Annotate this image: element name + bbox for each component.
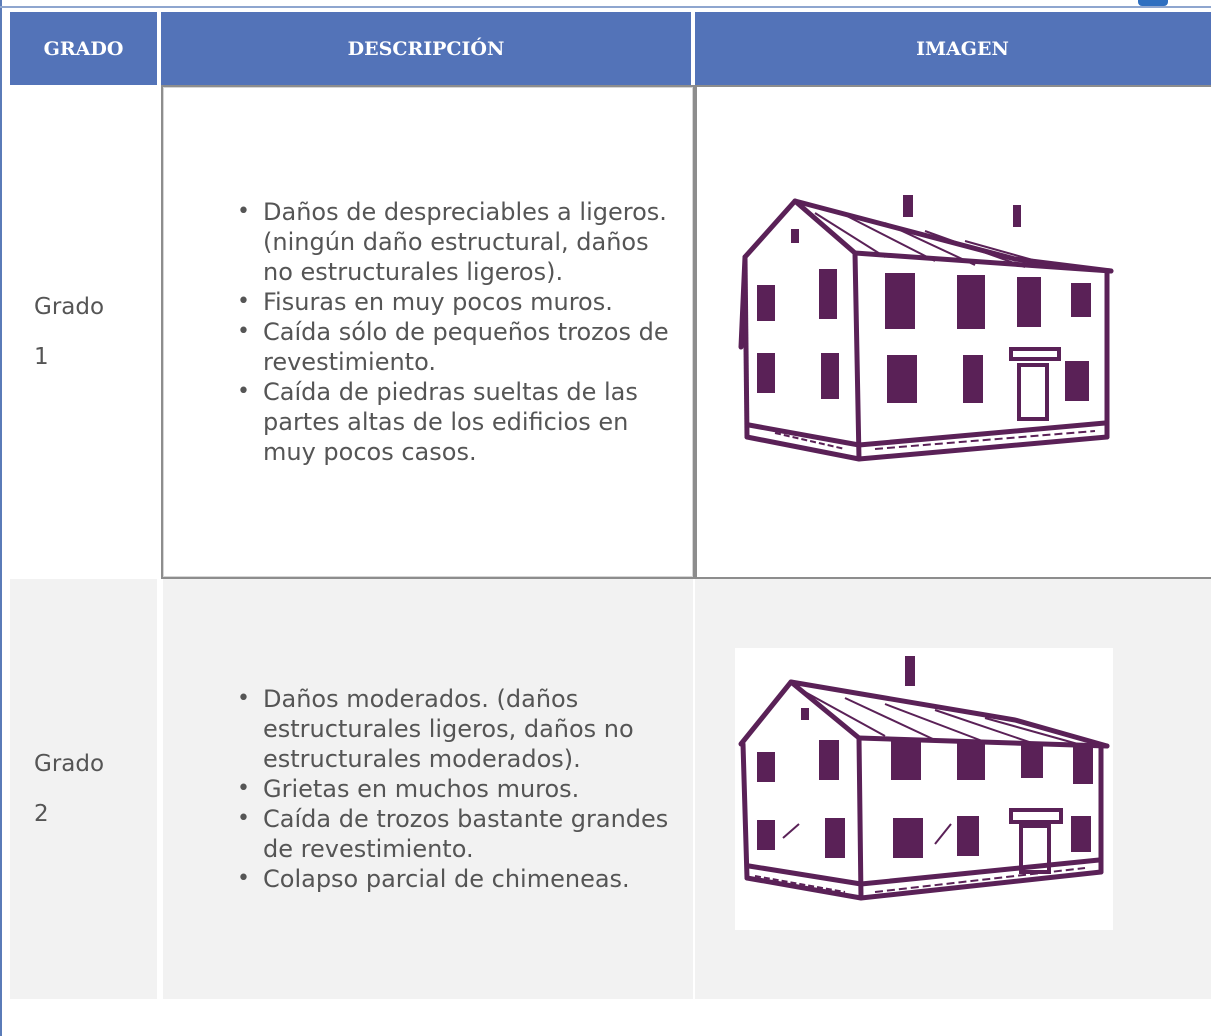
grade-number: 2 [34, 801, 49, 827]
header-grade: GRADO [10, 12, 161, 85]
description-list: Daños moderados. (daños estructurales li… [163, 684, 693, 894]
description-cell: Daños moderados. (daños estructurales li… [161, 579, 695, 999]
list-item: Daños de despreciables a ligeros. (ningú… [237, 197, 683, 287]
table-row: Grado 2 Daños moderados. (daños estructu… [10, 579, 1211, 999]
damage-grade-table: GRADO DESCRIPCIÓN IMAGEN Grado 1 Daños d… [10, 12, 1211, 999]
house-drawing-icon [735, 648, 1113, 930]
table-row: Grado 1 Daños de despreciables a ligeros… [10, 85, 1211, 579]
table-header-row: GRADO DESCRIPCIÓN IMAGEN [10, 12, 1211, 85]
grade-cell: Grado 1 [10, 85, 161, 579]
grade-label: Grado [34, 751, 105, 777]
list-item: Fisuras en muy pocos muros. [237, 287, 683, 317]
list-item: Caída de trozos bastante grandes de reve… [237, 804, 683, 864]
grade-label: Grado [34, 294, 105, 320]
grade-cell: Grado 2 [10, 579, 161, 999]
grade-number: 1 [34, 344, 49, 370]
house-drawing-icon [738, 195, 1114, 462]
top-accent-mark [1138, 0, 1168, 6]
image-cell [695, 85, 1211, 579]
image-cell [695, 579, 1211, 999]
list-item: Caída sólo de pequeños trozos de revesti… [237, 317, 683, 377]
header-description: DESCRIPCIÓN [161, 12, 695, 85]
list-item: Caída de piedras sueltas de las partes a… [237, 377, 683, 467]
list-item: Grietas en muchos muros. [237, 774, 683, 804]
description-list: Daños de despreciables a ligeros. (ningú… [163, 197, 693, 467]
top-divider [0, 6, 1211, 8]
list-item: Colapso parcial de chimeneas. [237, 864, 683, 894]
header-image: IMAGEN [695, 12, 1211, 85]
list-item: Daños moderados. (daños estructurales li… [237, 684, 683, 774]
description-cell: Daños de despreciables a ligeros. (ningú… [161, 85, 695, 579]
